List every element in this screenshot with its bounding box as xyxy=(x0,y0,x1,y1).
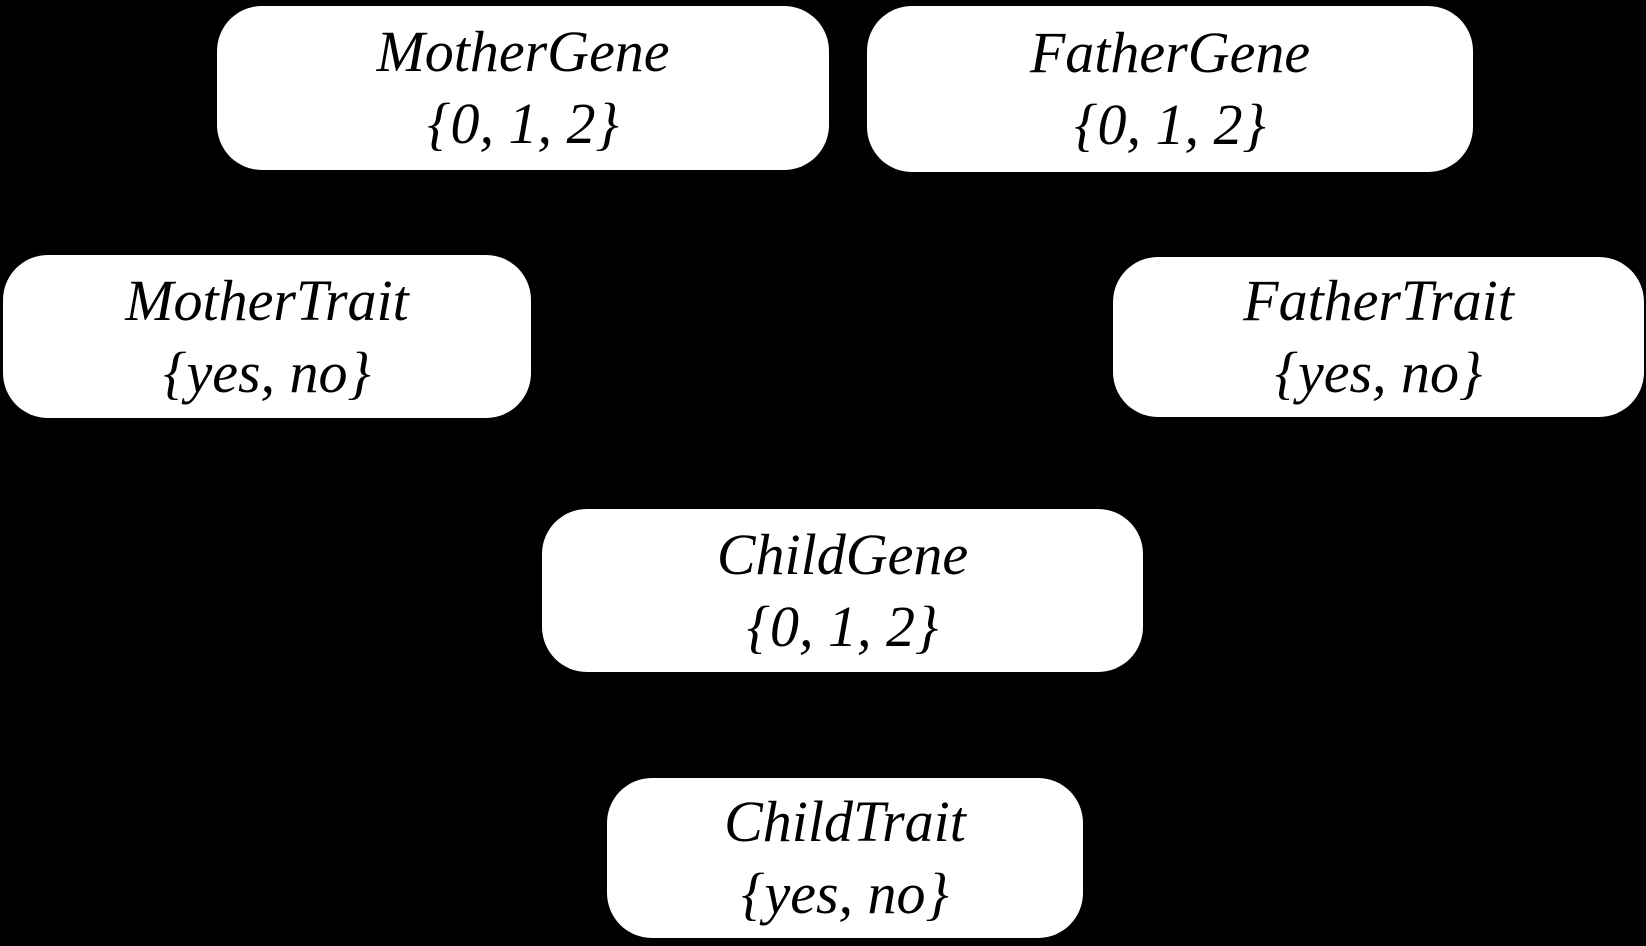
node-domain: {0, 1, 2} xyxy=(746,593,939,659)
node-title: ChildGene xyxy=(716,521,969,587)
node-father-gene: FatherGene {0, 1, 2} xyxy=(867,6,1473,172)
node-domain: {yes, no} xyxy=(741,861,949,926)
node-domain: {yes, no} xyxy=(163,339,371,405)
node-title: MotherGene xyxy=(376,19,670,84)
node-mother-trait: MotherTrait {yes, no} xyxy=(3,255,531,418)
node-father-trait: FatherTrait {yes, no} xyxy=(1113,257,1644,417)
node-child-gene: ChildGene {0, 1, 2} xyxy=(542,509,1143,672)
node-title: FatherTrait xyxy=(1243,268,1514,333)
node-domain: {yes, no} xyxy=(1274,340,1483,405)
node-child-trait: ChildTrait {yes, no} xyxy=(607,778,1083,938)
node-title: ChildTrait xyxy=(724,789,966,854)
node-title: FatherGene xyxy=(1029,20,1311,85)
node-title: MotherTrait xyxy=(125,267,409,333)
node-domain: {0, 1, 2} xyxy=(427,91,619,156)
node-domain: {0, 1, 2} xyxy=(1074,92,1266,157)
node-mother-gene: MotherGene {0, 1, 2} xyxy=(217,6,829,170)
